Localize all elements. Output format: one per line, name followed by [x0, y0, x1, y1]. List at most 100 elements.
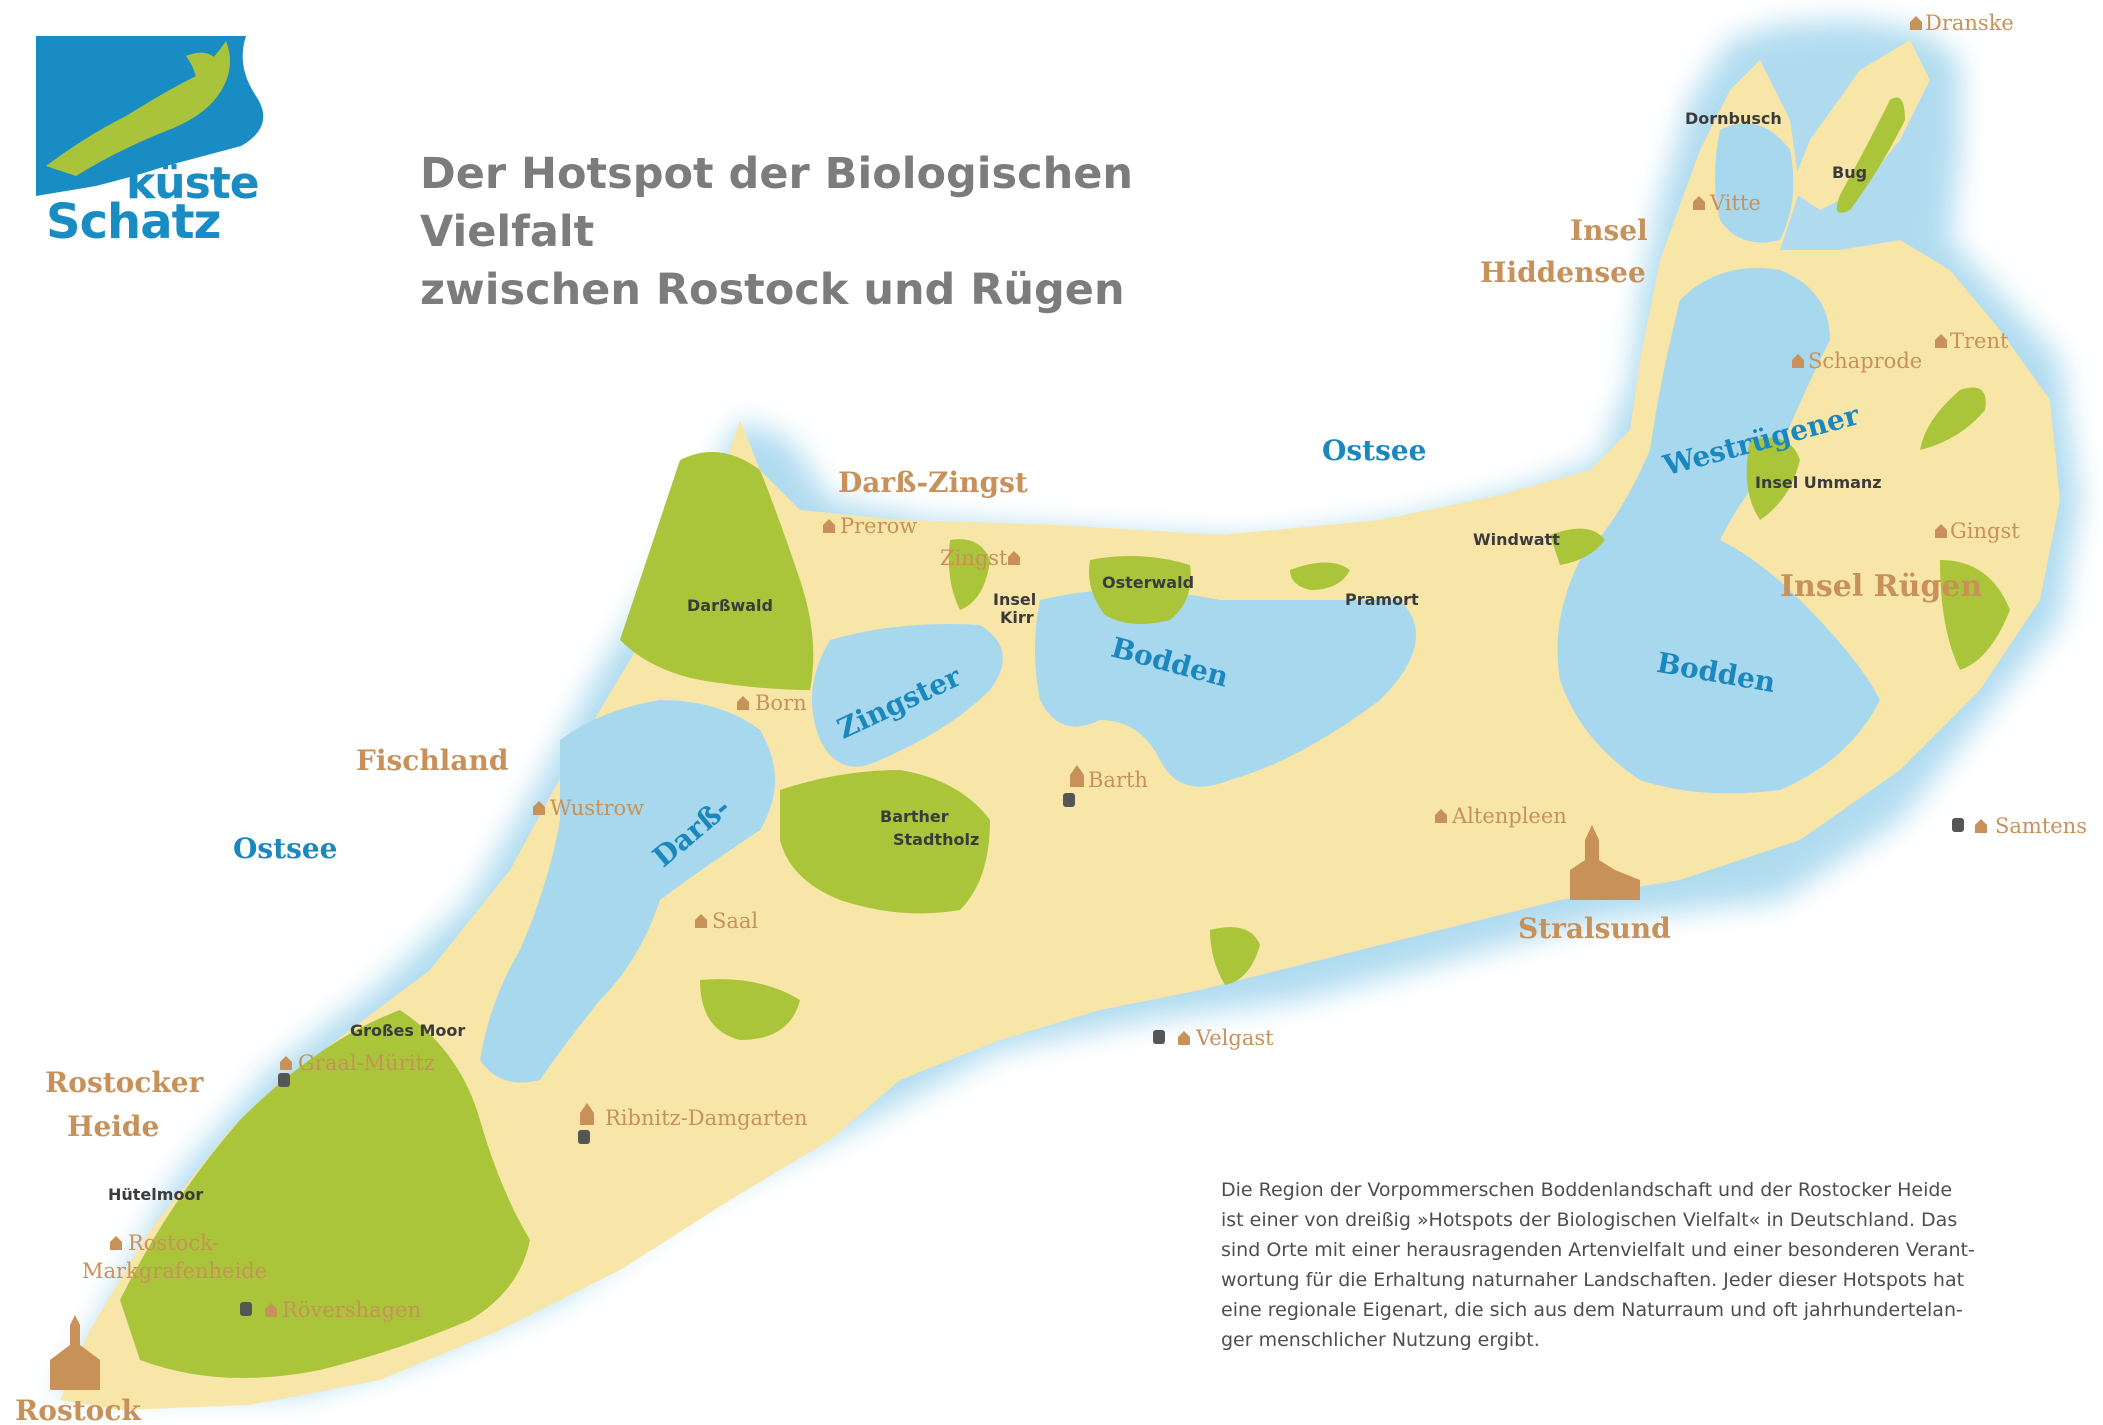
train-icon [1952, 818, 1964, 832]
label-insel-ruegen: Insel Rügen [1780, 569, 1982, 604]
house-icon [1975, 819, 1987, 833]
region-labels: Darß-Zingst Fischland Rostocker Heide In… [45, 214, 1982, 1143]
northern-ruegen [1790, 40, 1930, 210]
area-grosses-moor: Großes Moor [350, 1021, 465, 1040]
town-saal: Saal [712, 909, 758, 933]
house-icon [110, 1236, 122, 1250]
town-born: Born [755, 691, 807, 715]
town-altenpleen: Altenpleen [1451, 804, 1567, 828]
forest-zingst [948, 539, 990, 610]
area-insel-ummanz: Insel Ummanz [1755, 473, 1882, 492]
church-icon [50, 1315, 100, 1390]
house-icon [1910, 16, 1922, 30]
zingster-bodden [812, 624, 1003, 767]
label-heide: Heide [67, 1110, 159, 1143]
town-prerow: Prerow [840, 514, 917, 538]
train-icon [240, 1302, 252, 1316]
train-markers [240, 793, 1964, 1316]
city-rostock: Rostock [15, 1315, 141, 1425]
town-zingst: Zingst [940, 546, 1008, 570]
house-icon [823, 519, 835, 533]
town-velgast: Velgast [1195, 1026, 1274, 1050]
area-labels: Dornbusch Bug Insel Ummanz Windwatt Pram… [108, 109, 1882, 1204]
train-icon [1063, 793, 1075, 807]
area-pramort: Pramort [1345, 590, 1419, 609]
town-labels: Dranske Vitte Trent Schaprode Gingst Sam… [82, 11, 2087, 1322]
forest-pramort [1290, 562, 1350, 590]
house-icon [1935, 524, 1947, 538]
forest-ruegen-east [1940, 560, 2010, 670]
forest-darsswald [620, 452, 814, 690]
description-line: ger menschlicher Nutzung ergibt. [1221, 1329, 1540, 1351]
forest-windwatt [1550, 528, 1605, 565]
lagoons [480, 123, 1880, 1083]
train-icon [578, 1130, 590, 1144]
forest-saal [700, 979, 800, 1040]
town-dranske: Dranske [1925, 11, 2014, 35]
town-rostock-mark-2: Markgrafenheide [82, 1259, 267, 1283]
area-insel-kirr-1: Insel [993, 590, 1036, 609]
logo-graphic [36, 36, 264, 196]
area-osterwald: Osterwald [1102, 573, 1194, 592]
town-trent: Trent [1950, 329, 2009, 353]
town-schaprode: Schaprode [1808, 349, 1922, 373]
area-windwatt: Windwatt [1473, 530, 1560, 549]
house-icon [1008, 551, 1020, 565]
town-markers [110, 16, 1987, 1317]
logo-text-schatz: Schatz [46, 194, 221, 250]
logo-text-kueste: küste [126, 158, 260, 209]
house-icon [1792, 354, 1804, 368]
house-icon [1070, 765, 1084, 787]
description-line: sind Orte mit einer herausragenden Arten… [1221, 1239, 1975, 1261]
forest-rostocker-heide [120, 1010, 530, 1378]
train-icon [278, 1073, 290, 1087]
town-graal-mueritz: Graal-Müritz [298, 1051, 435, 1075]
train-icon [1153, 1030, 1165, 1044]
town-barth: Barth [1088, 768, 1148, 792]
house-icon [1935, 334, 1947, 348]
area-darsswald: Darßwald [687, 596, 773, 615]
hiddensee-bay [1715, 123, 1794, 243]
church-icon [1570, 825, 1640, 900]
house-icon [695, 914, 707, 928]
label-stralsund: Stralsund [1518, 912, 1671, 945]
forest-bug [1836, 97, 1905, 213]
darss-bodden [480, 700, 775, 1083]
description-line: wortung für die Erhaltung naturnaher Lan… [1221, 1269, 1965, 1291]
label-darss-zingst: Darß-Zingst [838, 466, 1028, 499]
barther-bodden [1035, 590, 1416, 787]
page-title: Der Hotspot der Biologischen Vielfalt zw… [420, 145, 1320, 319]
town-wustrow: Wustrow [550, 796, 644, 820]
title-line-2: zwischen Rostock und Rügen [420, 265, 1125, 315]
area-huetelmoor: Hütelmoor [108, 1185, 203, 1204]
house-icon [1435, 809, 1447, 823]
house-icon [533, 801, 545, 815]
description-line: Die Region der Vorpommerschen Boddenland… [1221, 1179, 1953, 1201]
area-insel-kirr-2: Kirr [1000, 608, 1034, 627]
mainland [60, 60, 2060, 1410]
area-barther-1: Barther [880, 807, 949, 826]
area-barther-2: Stadtholz [893, 830, 979, 849]
west-ruegen-bodden [1557, 268, 1880, 794]
label-ostsee-west: Ostsee [233, 832, 337, 865]
forest-osterwald [1089, 556, 1191, 624]
forest-barther-stadtholz [780, 770, 990, 914]
town-vitte: Vitte [1709, 191, 1761, 215]
house-icon [1693, 196, 1705, 210]
area-dornbusch: Dornbusch [1685, 109, 1782, 128]
area-bug: Bug [1832, 163, 1867, 182]
label-hiddensee: Hiddensee [1480, 256, 1646, 289]
house-icon [1178, 1031, 1190, 1045]
label-rostock: Rostock [15, 1394, 141, 1425]
house-icon [737, 696, 749, 710]
description-line: ist einer von dreißig »Hotspots der Biol… [1221, 1209, 1958, 1231]
forest-ruegen-north [1920, 387, 1986, 450]
town-gingst: Gingst [1950, 519, 2020, 543]
town-roevershagen: Rövershagen [282, 1298, 421, 1322]
forests [120, 97, 2010, 1378]
label-ostsee-north: Ostsee [1322, 434, 1426, 467]
town-rostock-mark-1: Rostock- [128, 1231, 220, 1255]
kuestenschatz-logo: küste Schatz [36, 36, 286, 250]
title-line-1: Der Hotspot der Biologischen Vielfalt [420, 149, 1134, 257]
